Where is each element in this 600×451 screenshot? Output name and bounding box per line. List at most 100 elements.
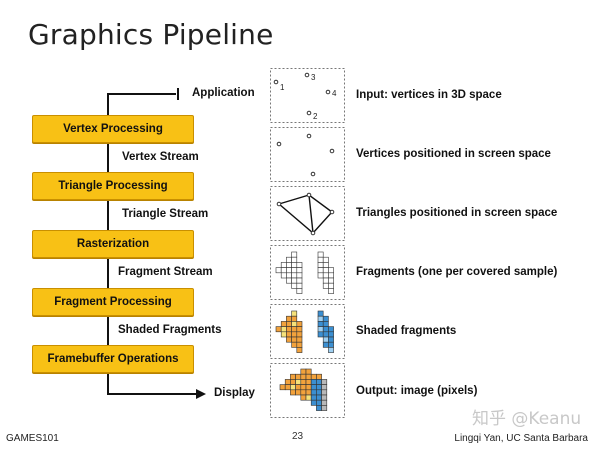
panel-input-vertices: 1 3 4 2 <box>270 68 345 123</box>
output-pixel <box>300 368 307 375</box>
output-pixel <box>290 379 296 385</box>
output-pixel <box>321 389 328 396</box>
output-pixel <box>310 389 317 396</box>
fragment-cell <box>328 282 334 289</box>
output-pixel <box>310 394 317 401</box>
desc-fragments: Fragments (one per covered sample) <box>356 266 558 278</box>
fragment-cell <box>296 341 303 348</box>
output-pixel <box>316 399 322 406</box>
fragment-cell <box>291 331 298 338</box>
output-pixel <box>316 405 322 411</box>
fragment-cell <box>280 262 287 268</box>
fragment-cell <box>291 315 298 322</box>
vertex-label-2: 2 <box>313 112 318 121</box>
fragment-cell <box>291 326 298 333</box>
application-label: Application <box>192 87 255 99</box>
output-pixel <box>290 384 296 391</box>
output-pixel <box>284 384 291 391</box>
output-pixel <box>310 373 317 380</box>
fragment-cell <box>291 277 298 284</box>
output-pixel <box>305 373 312 380</box>
fragment-cell <box>286 267 292 274</box>
fragment-cell <box>286 277 292 284</box>
fragment-cell <box>291 267 298 274</box>
fragment-cell <box>328 331 334 338</box>
panel-triangles <box>270 186 345 241</box>
desc-input-vertices: Input: vertices in 3D space <box>356 89 502 101</box>
fragment-cell <box>317 262 324 268</box>
fragment-cell <box>296 272 303 279</box>
vertex-label-1: 1 <box>280 83 285 92</box>
fragment-cell <box>286 272 292 279</box>
fragment-cell <box>322 315 329 322</box>
stream-triangle: Triangle Stream <box>122 208 209 220</box>
fragment-cell <box>275 326 282 333</box>
fragment-cell <box>328 267 334 274</box>
fragment-cell <box>291 341 298 348</box>
fragment-cell <box>286 321 292 327</box>
output-pixel <box>305 394 312 401</box>
fragment-cell <box>286 336 292 343</box>
fragment-cell <box>317 310 324 317</box>
fragment-cell <box>317 315 324 322</box>
footer-page-number: 23 <box>292 431 304 442</box>
output-pixel <box>295 384 302 391</box>
output-pixel <box>310 379 317 385</box>
fragment-cell <box>291 251 298 258</box>
fragment-cell <box>317 256 324 263</box>
fragment-cell <box>328 341 334 348</box>
page-title: Graphics Pipeline <box>28 18 274 51</box>
output-pixel <box>310 399 317 406</box>
desc-shaded-fragments: Shaded fragments <box>356 325 457 337</box>
fragment-cell <box>322 321 329 327</box>
output-pixel <box>284 379 291 385</box>
fragment-cell <box>286 315 292 322</box>
output-pixel <box>300 373 307 380</box>
fragment-cell <box>322 331 329 338</box>
output-pixel <box>316 379 322 385</box>
fragment-cell <box>317 272 324 279</box>
fragment-cell <box>291 321 298 327</box>
fragment-cell <box>291 256 298 263</box>
fragment-cell <box>296 321 303 327</box>
fragment-cell <box>317 251 324 258</box>
fragment-cell <box>280 331 287 338</box>
fragment-cell <box>296 326 303 333</box>
output-pixel <box>305 368 312 375</box>
fragment-cell <box>296 277 303 284</box>
fragment-cell <box>296 262 303 268</box>
output-pixel <box>316 384 322 391</box>
fragment-cell <box>296 347 303 353</box>
output-pixel <box>300 384 307 391</box>
stage-triangle-processing: Triangle Processing <box>32 172 194 200</box>
fragment-cell <box>296 331 303 338</box>
fragment-cell <box>322 341 329 348</box>
panel-shaded-fragments <box>270 304 345 359</box>
panel-fragments <box>270 245 345 300</box>
output-pixel <box>290 373 296 380</box>
output-pixel <box>290 389 296 396</box>
output-pixel <box>305 379 312 385</box>
fragment-cell <box>280 272 287 279</box>
fragment-cell <box>291 262 298 268</box>
output-pixel <box>321 405 328 411</box>
footer-course: GAMES101 <box>6 433 59 444</box>
fragment-cell <box>317 331 324 338</box>
output-pixel <box>316 389 322 396</box>
fragment-cell <box>291 310 298 317</box>
fragment-cell <box>322 336 329 343</box>
fragment-cell <box>296 282 303 289</box>
fragment-cell <box>322 262 329 268</box>
fragment-cell <box>317 326 324 333</box>
fragment-cell <box>317 267 324 274</box>
panel-output-image <box>270 363 345 418</box>
fragment-cell <box>322 272 329 279</box>
display-label: Display <box>214 387 255 399</box>
desc-output-image: Output: image (pixels) <box>356 385 478 397</box>
output-pixel <box>295 373 302 380</box>
fragment-cell <box>296 288 303 294</box>
panel-screen-vertices <box>270 127 345 182</box>
fragment-cell <box>280 267 287 274</box>
fragment-cell <box>322 256 329 263</box>
fragment-cell <box>322 267 329 274</box>
